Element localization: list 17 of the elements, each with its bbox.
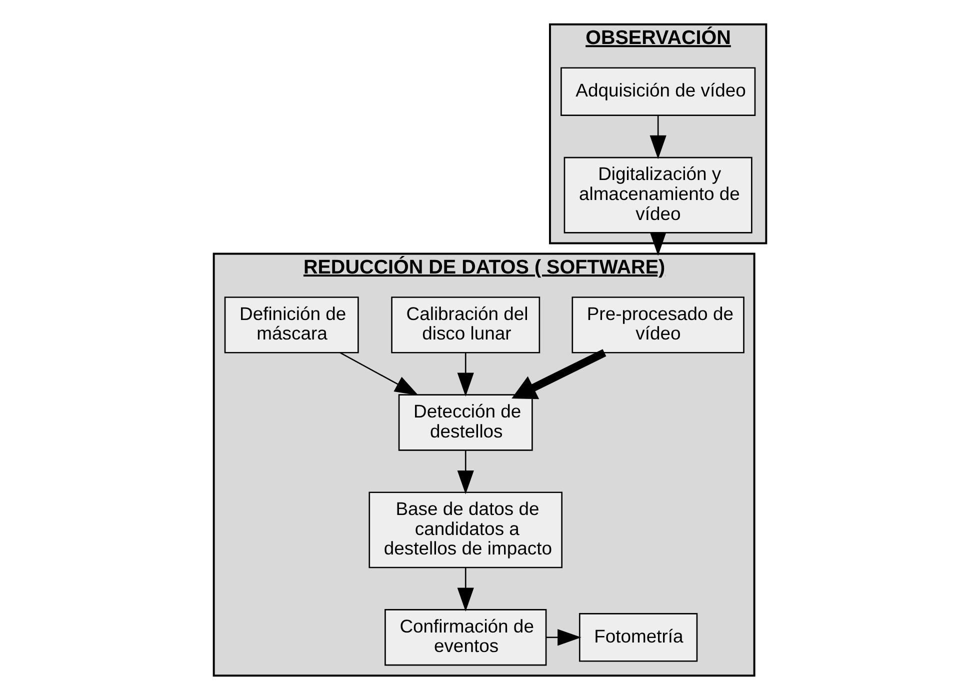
arrow (456, 450, 474, 494)
node-box: Confirmación de eventos (384, 609, 546, 666)
node-box: Calibración del disco lunar (390, 296, 540, 354)
arrow (546, 629, 581, 646)
arrow (456, 352, 474, 397)
arrow (511, 349, 606, 400)
node-box: Fotometría (578, 613, 698, 662)
arrow (649, 116, 666, 160)
arrow (339, 352, 418, 396)
node-box: Adquisición de vídeo (560, 67, 756, 116)
arrow (649, 232, 666, 256)
node-box: Definición de máscara (224, 296, 358, 354)
arrow (456, 568, 474, 612)
node-box: Detección de destellos (398, 394, 532, 451)
node-box: Digitalización y almacenamiento de vídeo (563, 156, 752, 234)
node-box: Pre-procesado de vídeo (571, 296, 744, 354)
node-box: Base de datos de candidatos a destellos de impacto (368, 492, 562, 568)
